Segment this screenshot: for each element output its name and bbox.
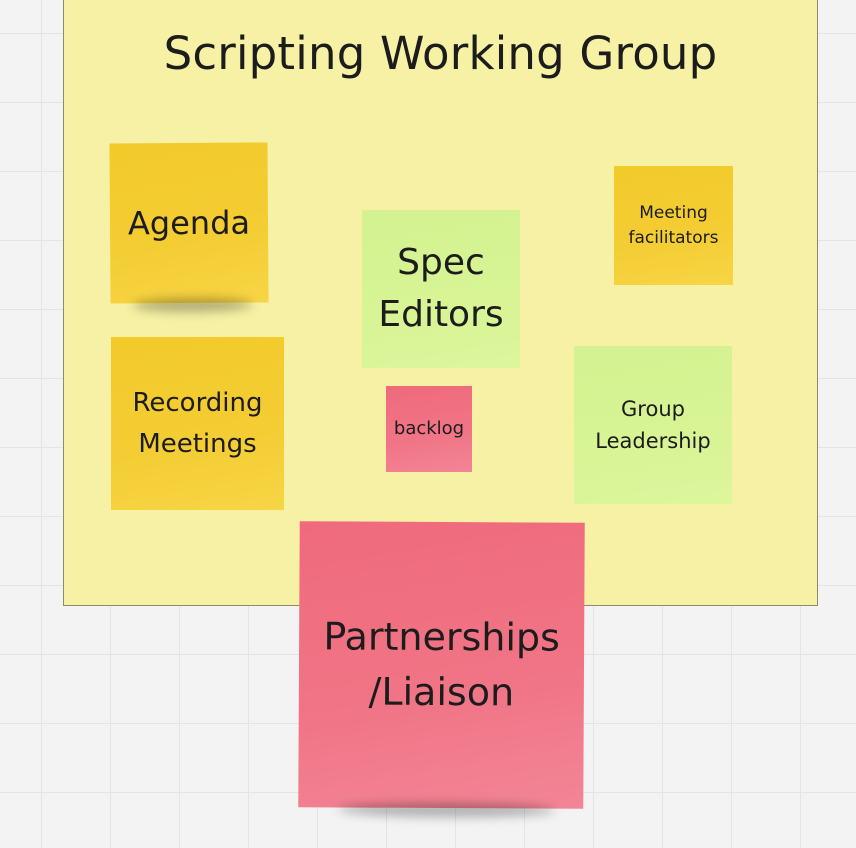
sticky-note-text: backlog [393, 418, 465, 439]
sticky-note-text: Spec Editors [378, 242, 504, 335]
frame-title[interactable]: Scripting Working Group [163, 27, 718, 80]
sticky-note-text: Recording Meetings [132, 387, 263, 459]
sticky-note-backlog[interactable]: backlog [386, 386, 472, 472]
sticky-note-group-leadership[interactable]: Group Leadership [574, 346, 732, 504]
sticky-note-text: Meeting facilitators [628, 202, 719, 248]
sticky-note-recording-meetings[interactable]: Recording Meetings [111, 337, 284, 510]
sticky-note-partnerships-liaison[interactable]: Partnerships /Liaison [298, 521, 585, 809]
sticky-note-text: Agenda [127, 203, 251, 243]
sticky-note-text: Group Leadership [595, 397, 711, 453]
sticky-note-spec-editors[interactable]: Spec Editors [362, 210, 520, 368]
sticky-note-text: Partnerships /Liaison [323, 614, 560, 715]
sticky-note-agenda[interactable]: Agenda [109, 142, 269, 304]
sticky-note-meeting-facilitators[interactable]: Meeting facilitators [614, 166, 733, 285]
